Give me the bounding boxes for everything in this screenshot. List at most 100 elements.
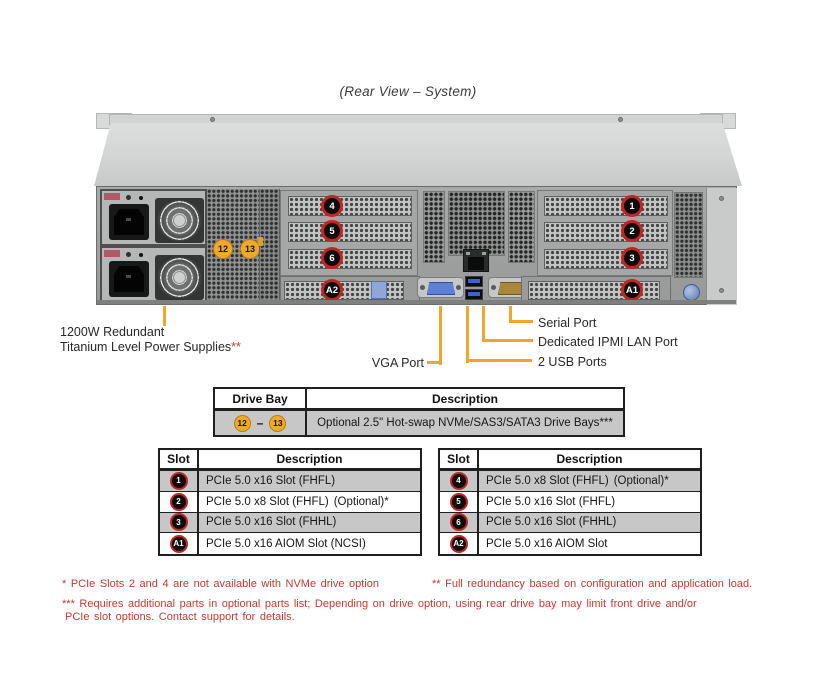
ipmi-callout-elbow bbox=[482, 339, 533, 342]
slot-cell: A1 bbox=[160, 533, 199, 554]
drive-bay-table: Drive Bay Description 12 – 13 Optional 2… bbox=[213, 387, 625, 437]
screw-icon bbox=[719, 196, 724, 201]
ipmi-callout-line bbox=[482, 306, 485, 342]
psu-fan-grille bbox=[155, 198, 204, 243]
screw-icon bbox=[719, 288, 724, 293]
usb-tongue bbox=[468, 292, 480, 296]
panel-bottom-edge bbox=[97, 300, 736, 304]
ac-inlet-socket bbox=[114, 209, 144, 235]
screw-icon bbox=[420, 285, 425, 290]
drive-bay-12-badge: 12 bbox=[213, 239, 233, 259]
slot-description-cell: PCIe 5.0 x8 Slot (FHFL) (Optional)* bbox=[199, 491, 420, 513]
chassis-top-cover bbox=[94, 123, 742, 186]
slot-description-cell: PCIe 5.0 x16 AIOM Slot bbox=[479, 533, 700, 554]
fan-hub bbox=[173, 214, 186, 227]
slot-cell: A2 bbox=[440, 533, 479, 554]
ac-inlet-socket bbox=[114, 266, 144, 292]
slot-4-blank bbox=[288, 196, 412, 216]
aiom-a1-bay bbox=[521, 276, 671, 304]
io-vent-center bbox=[448, 191, 505, 256]
serial-callout-elbow bbox=[509, 320, 533, 323]
drive-bay-13-badge: 13 bbox=[269, 414, 287, 432]
rear-panel: 12 13 4 5 6 A2 bbox=[96, 186, 737, 305]
power-supply-2 bbox=[100, 246, 207, 304]
pcie-block-left bbox=[280, 190, 418, 276]
psu-release-button bbox=[139, 196, 143, 200]
vga-callout-dash bbox=[427, 361, 439, 364]
drive-bay-header: Drive Bay bbox=[215, 389, 307, 411]
slot-cell: 3 bbox=[160, 512, 199, 534]
vga-connector bbox=[427, 282, 455, 295]
ac-inlet bbox=[109, 261, 149, 297]
usb-ports bbox=[465, 276, 483, 301]
pcie-block-right bbox=[537, 190, 673, 276]
right-end-cap bbox=[706, 188, 737, 305]
usb-callout-elbow bbox=[466, 359, 532, 362]
slot-3-badge: 3 bbox=[621, 247, 643, 269]
slot-3-badge: 3 bbox=[169, 513, 188, 532]
slot-1-blank bbox=[544, 196, 668, 216]
slot-cell: 1 bbox=[160, 471, 199, 492]
screw-icon bbox=[210, 117, 215, 122]
screw-icon bbox=[456, 285, 461, 290]
small-sticker bbox=[258, 237, 263, 246]
drive-bay-range-cell: 12 – 13 bbox=[215, 411, 307, 435]
range-dash: – bbox=[256, 416, 264, 430]
aiom-a2-badge: A2 bbox=[449, 534, 468, 553]
serial-port-label: Serial Port bbox=[538, 316, 597, 330]
psu-footnote-marker: ** bbox=[231, 340, 241, 354]
slot-6-badge: 6 bbox=[321, 247, 343, 269]
screw-icon bbox=[126, 195, 131, 200]
slot-6-blank bbox=[288, 249, 412, 269]
power-supply-1 bbox=[100, 189, 207, 246]
usb-port-top bbox=[465, 276, 483, 287]
usb-ports-label: 2 USB Ports bbox=[538, 355, 607, 369]
footnote-3-line2: PCIe slot options. Contact support for d… bbox=[65, 611, 295, 623]
serial-callout-line bbox=[509, 306, 512, 323]
ac-inlet bbox=[109, 204, 149, 240]
slot-description-cell: PCIe 5.0 x16 AIOM Slot (NCSI) bbox=[199, 533, 420, 554]
slot-4-badge: 4 bbox=[321, 195, 343, 217]
psu-release-button bbox=[139, 253, 143, 257]
slot-cell: 6 bbox=[440, 512, 479, 534]
slot-5-badge: 5 bbox=[449, 492, 468, 511]
usb-port-bottom bbox=[465, 289, 483, 300]
slot-description-cell: PCIe 5.0 x8 Slot (FHFL) (Optional)* bbox=[479, 471, 700, 492]
aiom-a1-badge: A1 bbox=[621, 279, 643, 301]
footnote-marker: *** bbox=[599, 417, 613, 429]
psu-label: 1200W Redundant Titanium Level Power Sup… bbox=[60, 325, 241, 355]
slot-table-right: Slot Description 4 PCIe 5.0 x8 Slot (FHF… bbox=[438, 448, 702, 556]
footnote-2: ** Full redundancy based on configuratio… bbox=[432, 578, 753, 590]
page-title: (Rear View – System) bbox=[339, 84, 477, 99]
usb-tongue bbox=[468, 279, 480, 283]
vga-port-label: VGA Port bbox=[371, 356, 424, 370]
slot-2-blank bbox=[544, 222, 668, 242]
drive-bay-13-badge: 13 bbox=[240, 239, 260, 259]
vent-strip bbox=[259, 189, 280, 304]
lan-led bbox=[482, 252, 486, 255]
slot-header: Slot bbox=[160, 450, 199, 471]
screw-icon bbox=[126, 252, 131, 257]
lan-jack bbox=[468, 257, 484, 270]
aiom-a1-badge: A1 bbox=[169, 534, 188, 553]
description-header: Description bbox=[199, 450, 420, 471]
vga-callout-line bbox=[439, 306, 442, 365]
slot-4-badge: 4 bbox=[449, 471, 468, 490]
thumbscrew bbox=[683, 284, 700, 301]
slot-6-badge: 6 bbox=[449, 513, 468, 532]
psu-label-line2: Titanium Level Power Supplies** bbox=[60, 340, 241, 354]
footnote-3-line1: *** Requires additional parts in optiona… bbox=[62, 598, 697, 610]
ac-pin bbox=[126, 275, 131, 278]
slot-header: Slot bbox=[440, 450, 479, 471]
footnote-1: * PCIe Slots 2 and 4 are not available w… bbox=[62, 578, 379, 590]
description-header: Description bbox=[479, 450, 700, 471]
slot-1-badge: 1 bbox=[169, 471, 188, 490]
slot-2-badge: 2 bbox=[621, 220, 643, 242]
usb-callout-line bbox=[466, 306, 469, 363]
psu-fan-grille bbox=[155, 255, 204, 300]
vent-column-right bbox=[674, 192, 703, 278]
drive-bay-12-badge: 12 bbox=[233, 414, 251, 432]
slot-3-blank bbox=[544, 249, 668, 269]
io-vent-left bbox=[423, 191, 445, 263]
